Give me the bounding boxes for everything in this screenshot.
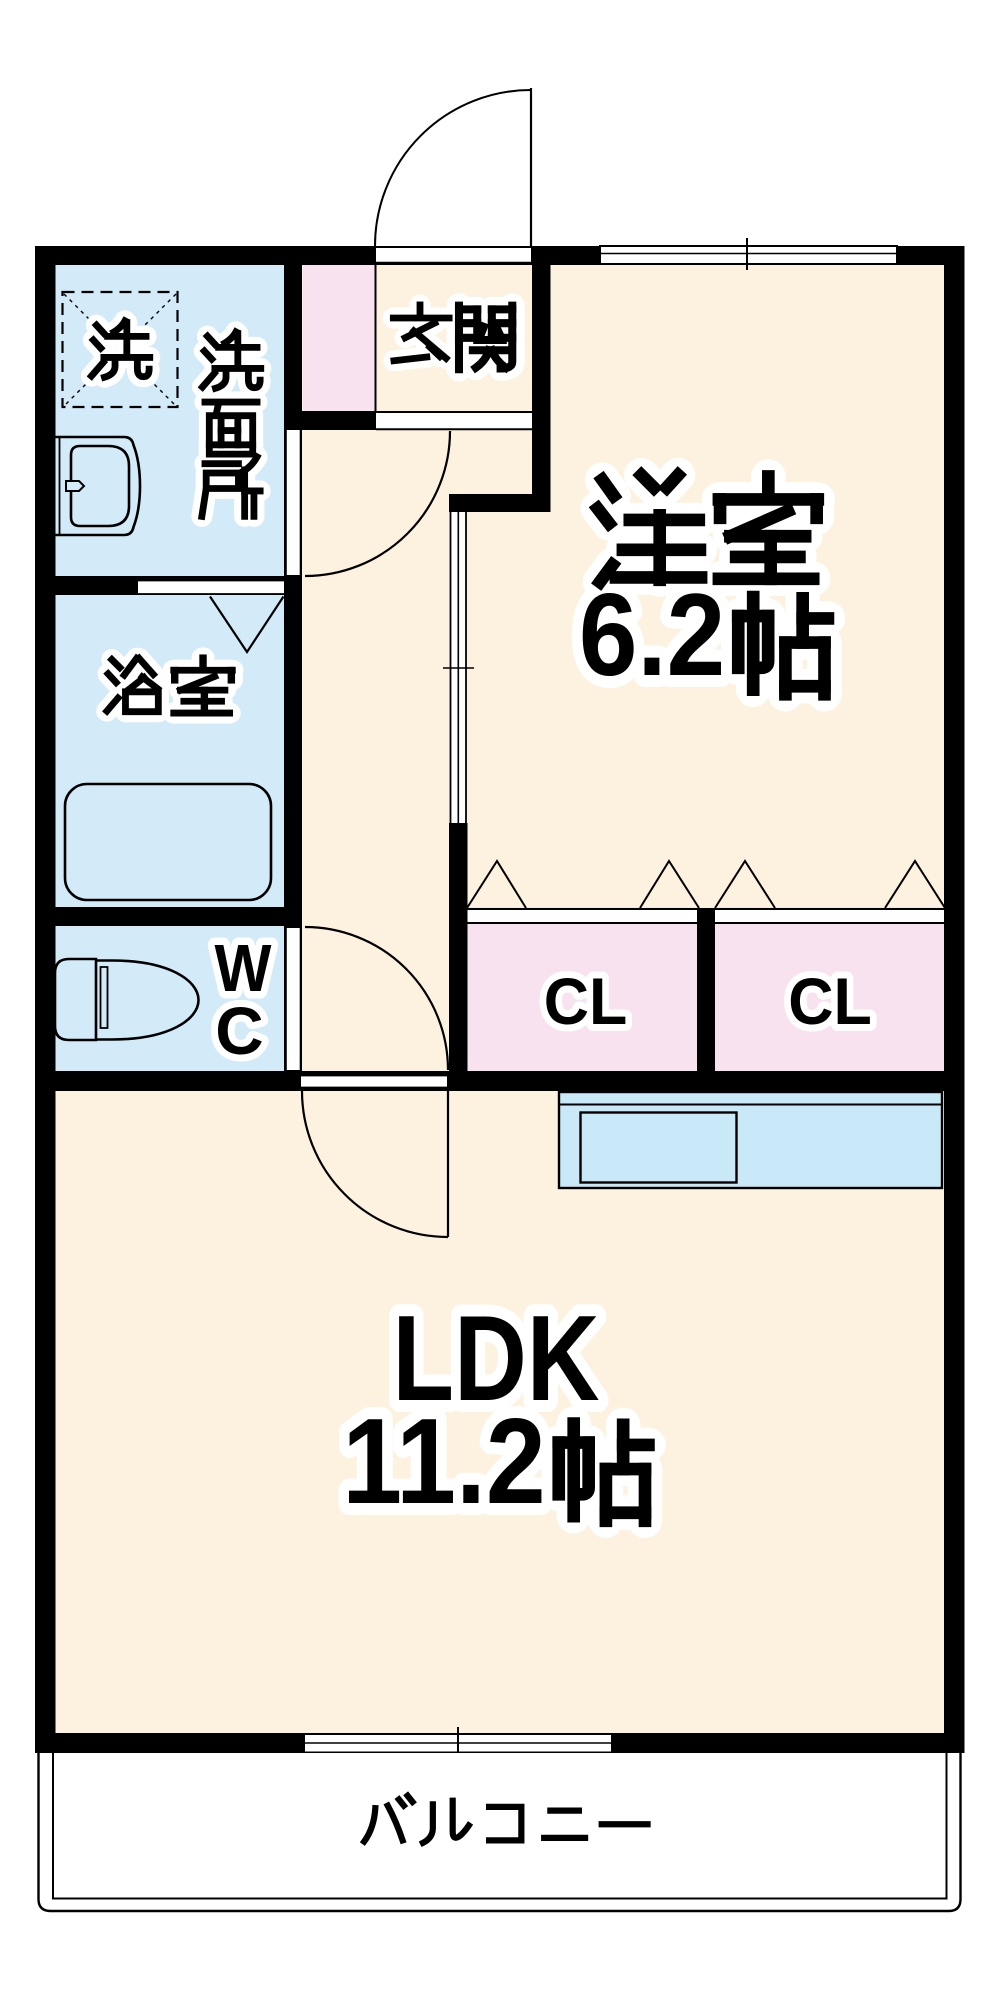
svg-text:LDK: LDK	[392, 1290, 599, 1426]
svg-text:W: W	[215, 930, 273, 1006]
svg-text:6.2: 6.2	[579, 569, 725, 700]
svg-text:CL: CL	[788, 965, 872, 1039]
svg-text:CL: CL	[788, 965, 872, 1039]
svg-text:CL: CL	[544, 965, 628, 1039]
svg-text:C: C	[215, 994, 263, 1069]
svg-text:C: C	[215, 994, 263, 1069]
svg-text:11.2: 11.2	[342, 1394, 545, 1530]
svg-text:W: W	[215, 930, 273, 1006]
svg-text:LDK: LDK	[392, 1290, 599, 1426]
svg-text:11.2: 11.2	[342, 1394, 545, 1530]
svg-text:CL: CL	[544, 965, 628, 1039]
